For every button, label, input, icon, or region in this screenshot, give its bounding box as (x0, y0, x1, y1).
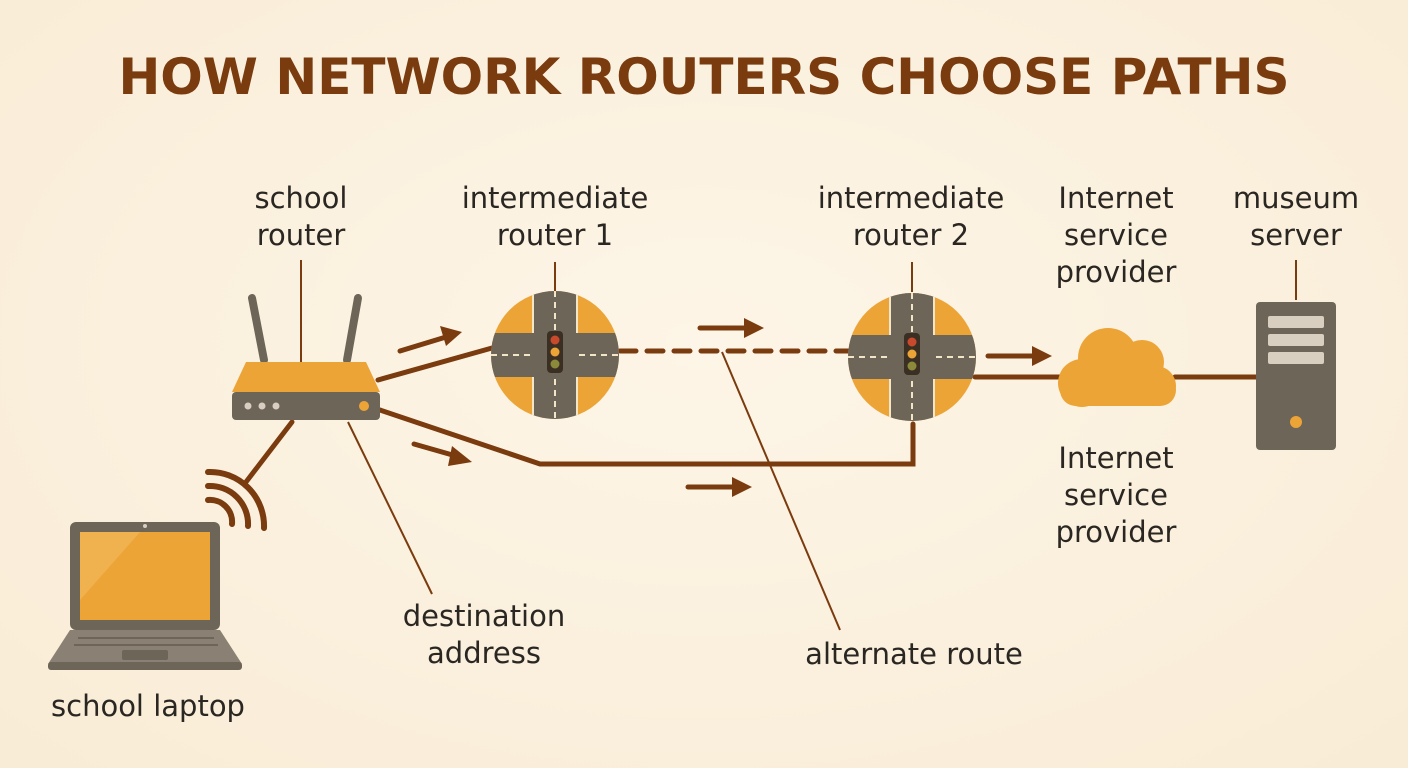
label-isp-top-l3: provider (1055, 255, 1177, 289)
label-isp-bottom: Internet service provider (1036, 440, 1196, 551)
laptop-icon (48, 522, 242, 670)
label-isp-top-l2: service (1064, 218, 1168, 252)
callout-destination (347, 421, 433, 595)
traffic-light-icon (904, 333, 920, 375)
traffic-light-icon (547, 331, 563, 373)
intersection-icon-2 (848, 293, 976, 421)
label-school-router-l2: router (256, 218, 346, 252)
label-isp-bottom-l1: Internet (1058, 441, 1174, 475)
intersection-icon-1 (491, 291, 619, 419)
label-isp-top: Internet service provider (1036, 180, 1196, 291)
cloud-icon (1058, 328, 1176, 407)
label-intermediate-router-2: intermediate router 2 (796, 180, 1026, 254)
label-school-router-l1: school (254, 181, 348, 215)
arrow-icon-1 (397, 326, 462, 354)
arrow-icon-2 (697, 318, 764, 338)
label-ir2-l2: router 2 (852, 218, 970, 252)
label-destination-l1: destination (402, 599, 566, 633)
wifi-icon (205, 468, 268, 531)
label-school-router: school router (226, 180, 376, 254)
callout-alternate (721, 351, 841, 631)
label-isp-bottom-l3: provider (1055, 515, 1177, 549)
label-museum-server-l1: museum (1232, 181, 1360, 215)
label-isp-bottom-l2: service (1064, 478, 1168, 512)
label-intermediate-router-1: intermediate router 1 (440, 180, 670, 254)
server-icon (1256, 302, 1336, 450)
connections (243, 345, 1259, 485)
label-museum-server: museum server (1216, 180, 1376, 254)
arrow-icon-3 (985, 346, 1052, 366)
callout-lines (300, 260, 1297, 631)
alternate-route-path (377, 407, 916, 467)
page-title: HOW NETWORK ROUTERS CHOOSE PATHS (118, 48, 1290, 106)
label-destination-address: destination address (384, 598, 584, 672)
label-isp-top-l1: Internet (1058, 181, 1174, 215)
direction-arrows (397, 318, 1052, 497)
router-icon (232, 294, 380, 420)
label-ir1-l1: intermediate (461, 181, 649, 215)
label-school-laptop: school laptop (51, 689, 245, 723)
label-ir2-l1: intermediate (817, 181, 1005, 215)
arrow-icon-5 (685, 477, 752, 497)
label-museum-server-l2: server (1250, 218, 1342, 252)
label-ir1-l2: router 1 (496, 218, 614, 252)
router-ir1-link (375, 345, 495, 383)
label-destination-l2: address (427, 636, 541, 670)
arrow-icon-4 (411, 441, 472, 466)
label-alternate-route: alternate route (805, 637, 1023, 671)
laptop-router-link (243, 419, 295, 485)
